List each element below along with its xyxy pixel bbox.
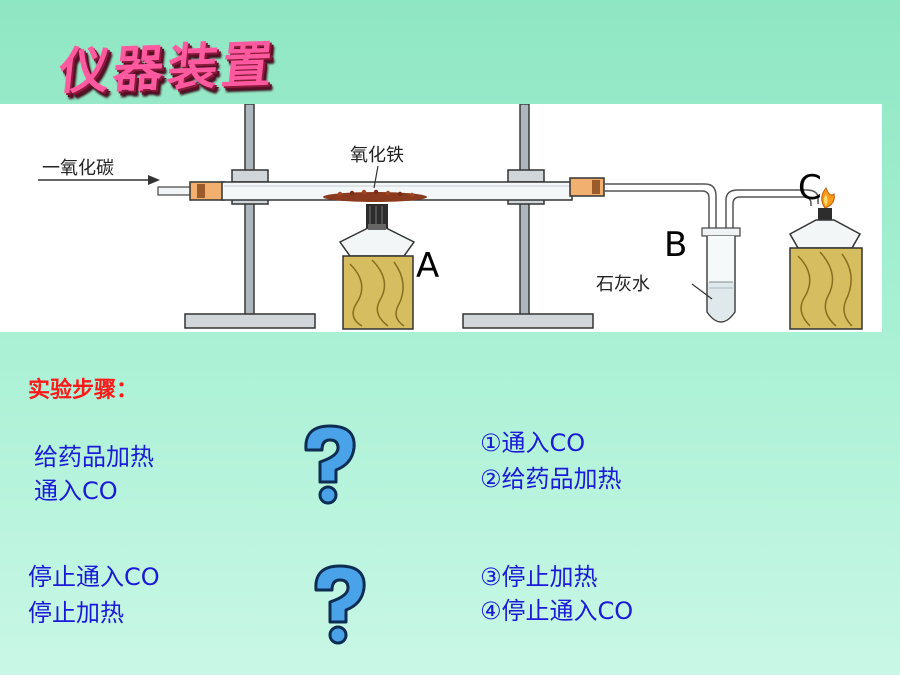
combustion-tube (221, 181, 573, 201)
delivery-tube (603, 183, 819, 304)
apparatus-diagram: 一氧化碳 氧化铁 (0, 104, 882, 332)
alcohol-lamp-a (338, 204, 416, 257)
alcohol-lamp-c (788, 187, 862, 249)
label-a: A (416, 246, 439, 286)
right-step-2: ②给药品加热 (480, 465, 622, 493)
gas-inlet-arrow (38, 175, 160, 185)
label-b: B (664, 225, 687, 265)
label-c: C (798, 168, 822, 208)
question-mark-icon (304, 424, 356, 505)
question-mark-icon (314, 564, 366, 645)
wrong-step-2a: 停止通入CO (28, 563, 160, 591)
wrong-step-1b: 通入CO (34, 477, 118, 505)
iron-oxide-powder (323, 189, 427, 202)
wood-block-c (789, 247, 863, 330)
wrong-step-2b: 停止加热 (28, 599, 124, 627)
gas-in-label: 一氧化碳 (42, 158, 114, 179)
right-iron-stand (462, 104, 594, 329)
test-tube (701, 227, 741, 323)
limewater-label: 石灰水 (596, 274, 650, 295)
right-stopper (569, 177, 605, 197)
left-stopper (189, 181, 225, 201)
page-title: 仪器装置 (56, 35, 280, 101)
right-step-1: ①通入CO (480, 429, 586, 457)
wood-block-a (342, 255, 414, 330)
left-iron-stand (184, 104, 316, 329)
right-step-4: ④停止通入CO (480, 597, 634, 625)
oxide-label: 氧化铁 (350, 145, 404, 166)
wrong-step-1a: 给药品加热 (34, 443, 154, 471)
steps-heading: 实验步骤： (28, 378, 139, 403)
right-step-3: ③停止加热 (480, 563, 598, 591)
